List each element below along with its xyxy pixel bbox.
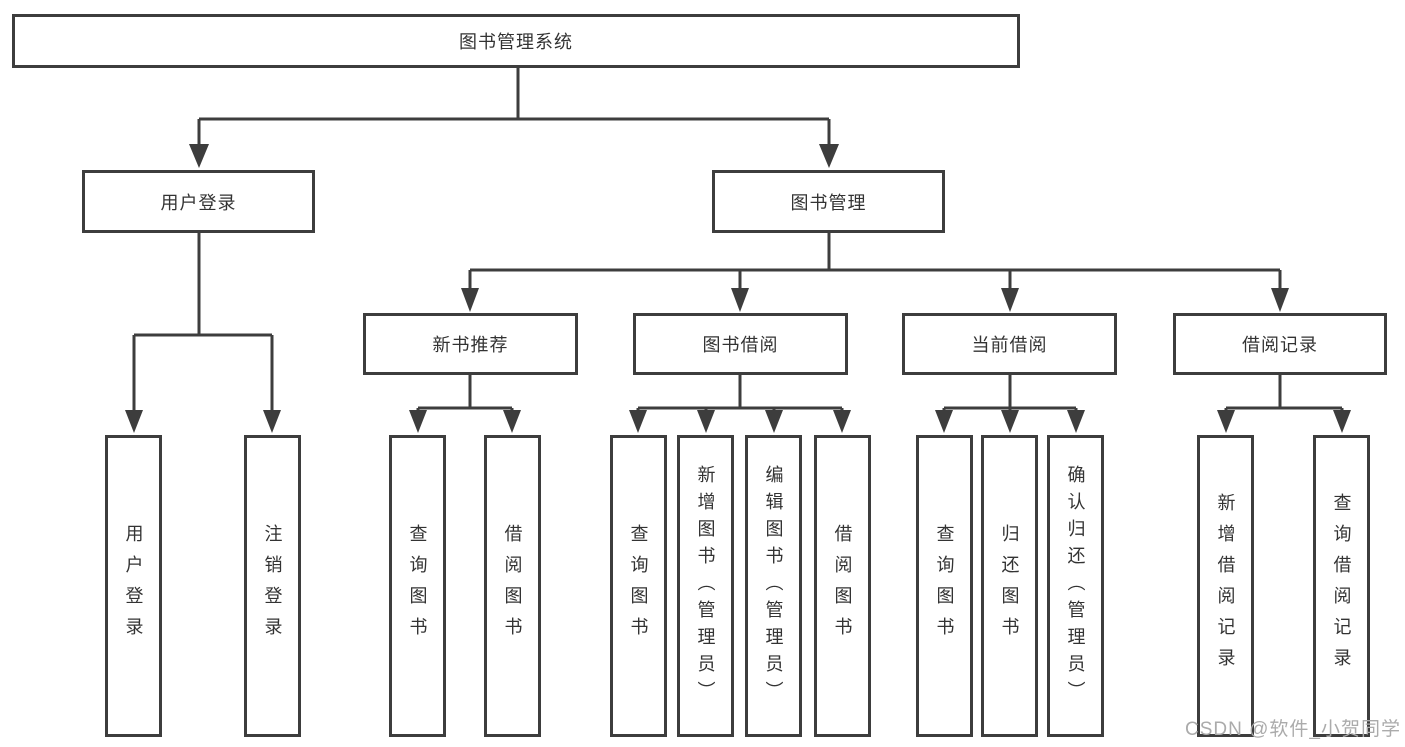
node-book-management-label: 图书管理 (790, 192, 867, 213)
leaf-confirm-return-admin: 确认归还（管理员） (1047, 435, 1104, 737)
leaf-user-login: 用户登录 (105, 435, 162, 737)
leaf-query-books-recommend: 查询图书 (389, 435, 446, 737)
node-book-borrowing: 图书借阅 (633, 313, 848, 375)
leaf-borrow-books: 借阅图书 (814, 435, 871, 737)
node-user-login-label: 用户登录 (160, 192, 237, 213)
node-user-login: 用户登录 (82, 170, 315, 233)
csdn-watermark: CSDN @软件_小贺同学 (1185, 719, 1401, 740)
node-current-borrowing: 当前借阅 (902, 313, 1117, 375)
leaf-logout-login: 注销登录 (244, 435, 301, 737)
leaf-return-books: 归还图书 (981, 435, 1038, 737)
node-book-borrowing-label: 图书借阅 (702, 335, 779, 355)
node-new-book-recommend-label: 新书推荐 (432, 335, 509, 355)
leaf-edit-books-admin: 编辑图书（管理员） (745, 435, 802, 737)
node-root-label: 图书管理系统 (459, 32, 573, 52)
node-borrowing-records: 借阅记录 (1173, 313, 1387, 375)
node-book-management: 图书管理 (712, 170, 945, 233)
leaf-query-borrow-record: 查询借阅记录 (1313, 435, 1370, 737)
leaf-add-books-admin: 新增图书（管理员） (677, 435, 734, 737)
leaf-add-borrow-record: 新增借阅记录 (1197, 435, 1254, 737)
leaf-borrow-books-recommend: 借阅图书 (484, 435, 541, 737)
leaf-query-books-current: 查询图书 (916, 435, 973, 737)
node-new-book-recommend: 新书推荐 (363, 313, 578, 375)
node-root: 图书管理系统 (12, 14, 1020, 68)
node-current-borrowing-label: 当前借阅 (971, 335, 1048, 355)
node-borrowing-records-label: 借阅记录 (1242, 335, 1318, 355)
leaf-query-books-borrow: 查询图书 (610, 435, 667, 737)
